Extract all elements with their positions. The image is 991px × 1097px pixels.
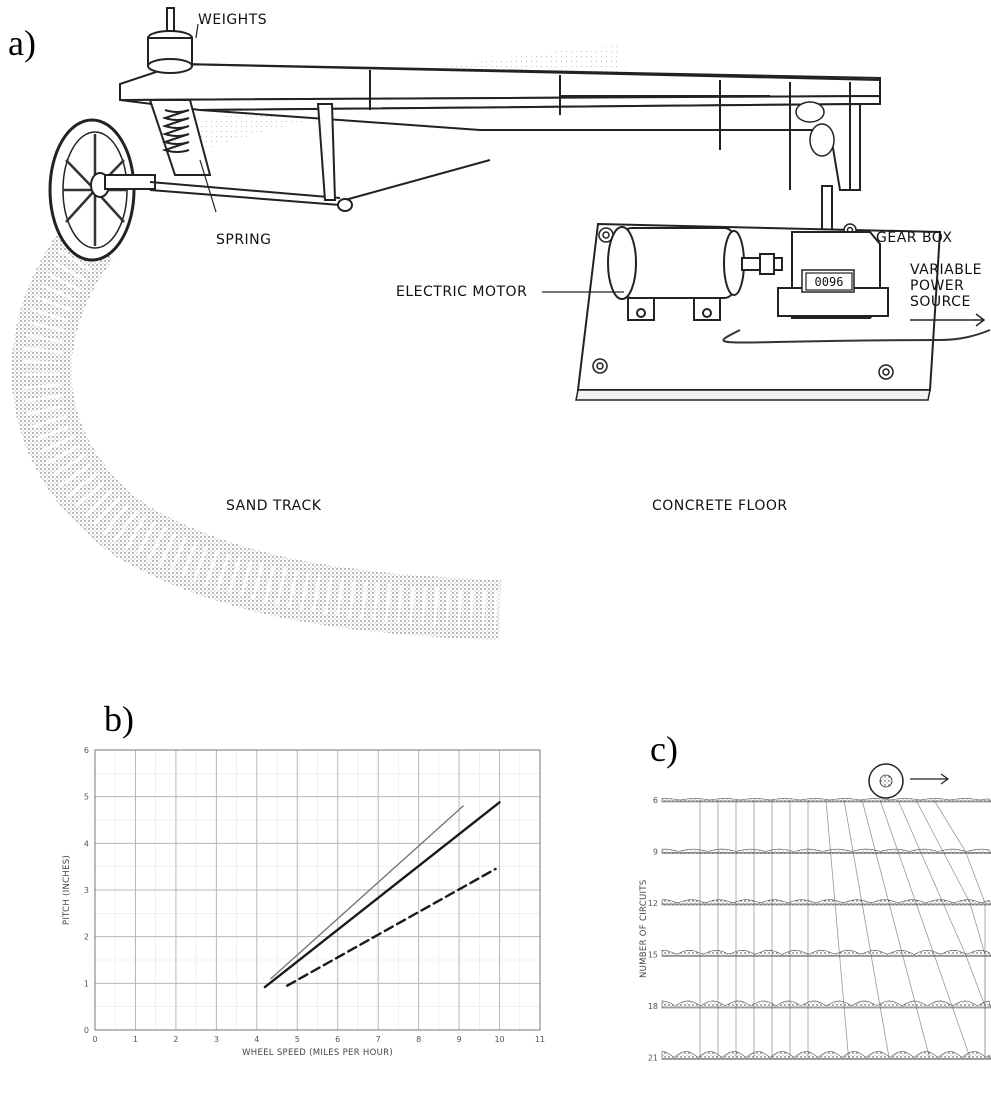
c-y-axis-label: NUMBER OF CIRCUITS: [639, 879, 649, 978]
frame-beam: [119, 62, 881, 201]
spring-coil: [161, 109, 190, 153]
label-gear-box: GEAR BOX: [876, 230, 953, 246]
panel-b-letter: b): [104, 699, 134, 739]
y-tick-label: 5: [84, 793, 89, 802]
panel-a-letter: a): [8, 23, 36, 63]
x-tick-label: 9: [457, 1035, 462, 1044]
x-tick-label: 2: [173, 1035, 178, 1044]
sand-profile: [661, 798, 991, 803]
y-tick-label: 0: [84, 1026, 89, 1035]
series-line-solid: [263, 801, 501, 989]
series-line-dashed: [285, 867, 497, 987]
label-concrete-floor: CONCRETE FLOOR: [652, 498, 788, 514]
label-variable-power-3: SOURCE: [910, 294, 971, 310]
label-sand-track: SAND TRACK: [226, 498, 322, 514]
ridge-trace: [879, 799, 971, 1058]
label-electric-motor: ELECTRIC MOTOR: [396, 284, 528, 300]
label-variable-power-1: VARIABLE: [910, 262, 982, 278]
counter-reading: 0096: [815, 275, 844, 289]
direction-arrowhead-icon: [940, 773, 950, 785]
circuit-count-label: 6: [653, 796, 658, 805]
y-axis-label: PITCH (INCHES): [62, 855, 72, 925]
wheel-hub-icon: [879, 774, 893, 788]
weights-stack: [147, 7, 193, 74]
series-line-thin: [270, 805, 464, 980]
ridge-trace: [861, 799, 930, 1058]
ridge-trace: [825, 799, 849, 1058]
ridge-trace: [897, 799, 986, 1058]
plot-frame: [94, 749, 541, 1031]
circuit-count-label: 12: [648, 899, 658, 908]
sand-profile: [661, 1000, 991, 1009]
panel-c-letter: c): [650, 729, 678, 769]
power-cable: [722, 329, 991, 344]
circuit-count-label: 21: [648, 1054, 658, 1063]
x-tick-label: 1: [133, 1035, 138, 1044]
circuit-count-label: 18: [648, 1002, 658, 1011]
y-tick-label: 1: [84, 979, 89, 988]
ridge-trace: [843, 799, 890, 1058]
ridge-trace: [915, 799, 986, 1058]
panel-a-illustration: 0096: [11, 7, 991, 640]
y-tick-label: 2: [84, 933, 89, 942]
leader-lines: [195, 23, 624, 293]
x-tick-label: 4: [254, 1035, 259, 1044]
counter-display: 0096: [805, 272, 853, 291]
x-tick-label: 10: [494, 1035, 504, 1044]
power-arrow: [910, 313, 986, 327]
x-tick-label: 8: [416, 1035, 421, 1044]
ridge-trace: [933, 799, 986, 1058]
circuit-count-label: 15: [648, 951, 658, 960]
label-weights: WEIGHTS: [198, 12, 268, 28]
label-spring: SPRING: [216, 232, 272, 248]
sand-profile: [661, 1051, 991, 1060]
bevel-gear: [795, 101, 835, 157]
x-tick-label: 11: [535, 1035, 545, 1044]
x-tick-label: 6: [335, 1035, 340, 1044]
axle-arm: [104, 159, 491, 212]
label-variable-power-2: POWER: [910, 278, 965, 294]
x-tick-label: 0: [92, 1035, 97, 1044]
wheel: [48, 118, 136, 262]
sand-profile: [661, 949, 991, 957]
electric-motor-shape: [607, 226, 783, 321]
x-axis-label: WHEEL SPEED (MILES PER HOUR): [242, 1048, 393, 1058]
y-tick-label: 6: [84, 746, 89, 755]
x-tick-label: 3: [214, 1035, 219, 1044]
y-tick-label: 3: [84, 886, 89, 895]
x-tick-label: 5: [295, 1035, 300, 1044]
x-tick-label: 7: [376, 1035, 381, 1044]
circuit-count-label: 9: [653, 848, 658, 857]
y-tick-label: 4: [84, 839, 89, 848]
